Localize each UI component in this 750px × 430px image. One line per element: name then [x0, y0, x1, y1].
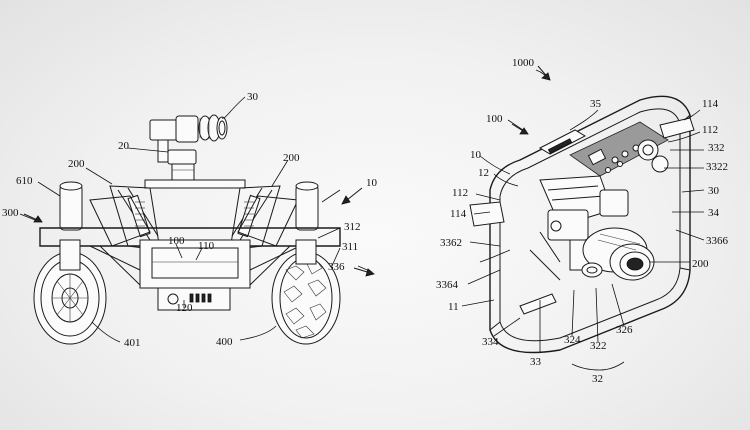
label-vehicle-right: 10 — [470, 149, 481, 161]
left-wheel-drawing — [33, 239, 107, 345]
camera-module-drawing — [149, 114, 228, 181]
left-suspension-drawing — [89, 185, 161, 251]
label-part-3362: 3362 — [440, 237, 462, 249]
label-frame-right: 30 — [708, 185, 719, 197]
arrow-vehicle-10 — [341, 187, 363, 205]
chassis-drawing — [39, 227, 341, 311]
arrow-chassis-300 — [23, 213, 43, 223]
left-grip-drawing — [469, 201, 505, 227]
arrow-body-100 — [511, 123, 529, 135]
label-part-3364: 3364 — [436, 279, 458, 291]
label-body: 100 — [168, 235, 185, 247]
arrow-group-336 — [353, 267, 375, 277]
label-grip-left-mid: 112 — [452, 187, 469, 199]
label-body-right: 100 — [486, 113, 503, 125]
label-handle-top: 35 — [590, 98, 601, 110]
label-motor-left: 610 — [16, 175, 33, 187]
top-control-plate-drawing — [569, 121, 669, 177]
label-hub: 312 — [344, 221, 361, 233]
right-grip-drawing — [659, 117, 695, 139]
label-arm-left: 200 — [68, 158, 85, 170]
label-group-32: 32 — [592, 373, 603, 385]
label-chassis-side: 300 — [2, 207, 19, 219]
lens-assembly-drawing — [581, 227, 655, 281]
right-suspension-drawing — [229, 185, 299, 251]
label-assembly: 1000 — [512, 57, 534, 69]
label-arm-right: 200 — [283, 152, 300, 164]
label-grip-left-low: 114 — [450, 208, 467, 220]
left-leader-lines — [19, 96, 341, 343]
label-tire: 311 — [342, 241, 359, 253]
label-gimbal: 20 — [118, 140, 129, 152]
outer-frame-drawing — [489, 95, 691, 354]
label-battery: 120 — [176, 302, 193, 314]
label-part-33: 33 — [530, 356, 541, 368]
right-wheel-drawing — [271, 239, 341, 345]
label-motor-200: 200 — [692, 258, 709, 270]
label-part-326: 326 — [616, 324, 633, 336]
arrow-assembly-1000 — [537, 65, 551, 81]
label-wheel-right: 400 — [216, 336, 233, 348]
label-frame-side: 34 — [708, 207, 719, 219]
label-grip-right-mid: 112 — [702, 124, 719, 136]
label-part-324: 324 — [564, 334, 581, 346]
label-part-334: 334 — [482, 336, 499, 348]
label-part-12: 12 — [478, 167, 489, 179]
label-part-332: 332 — [708, 142, 725, 154]
label-part-3366: 3366 — [706, 235, 728, 247]
label-grip-right-top: 114 — [702, 98, 719, 110]
right-leader-lines — [357, 69, 705, 371]
top-plate-drawing — [144, 179, 246, 189]
label-part-11: 11 — [448, 301, 459, 313]
label-wheel-left: 401 — [124, 337, 141, 349]
label-group-336: 336 — [328, 261, 345, 273]
label-port: 110 — [198, 240, 215, 252]
label-vehicle: 10 — [366, 177, 377, 189]
label-part-322: 322 — [590, 340, 607, 352]
label-part-3322: 3322 — [706, 161, 728, 173]
label-camera: 30 — [247, 91, 258, 103]
